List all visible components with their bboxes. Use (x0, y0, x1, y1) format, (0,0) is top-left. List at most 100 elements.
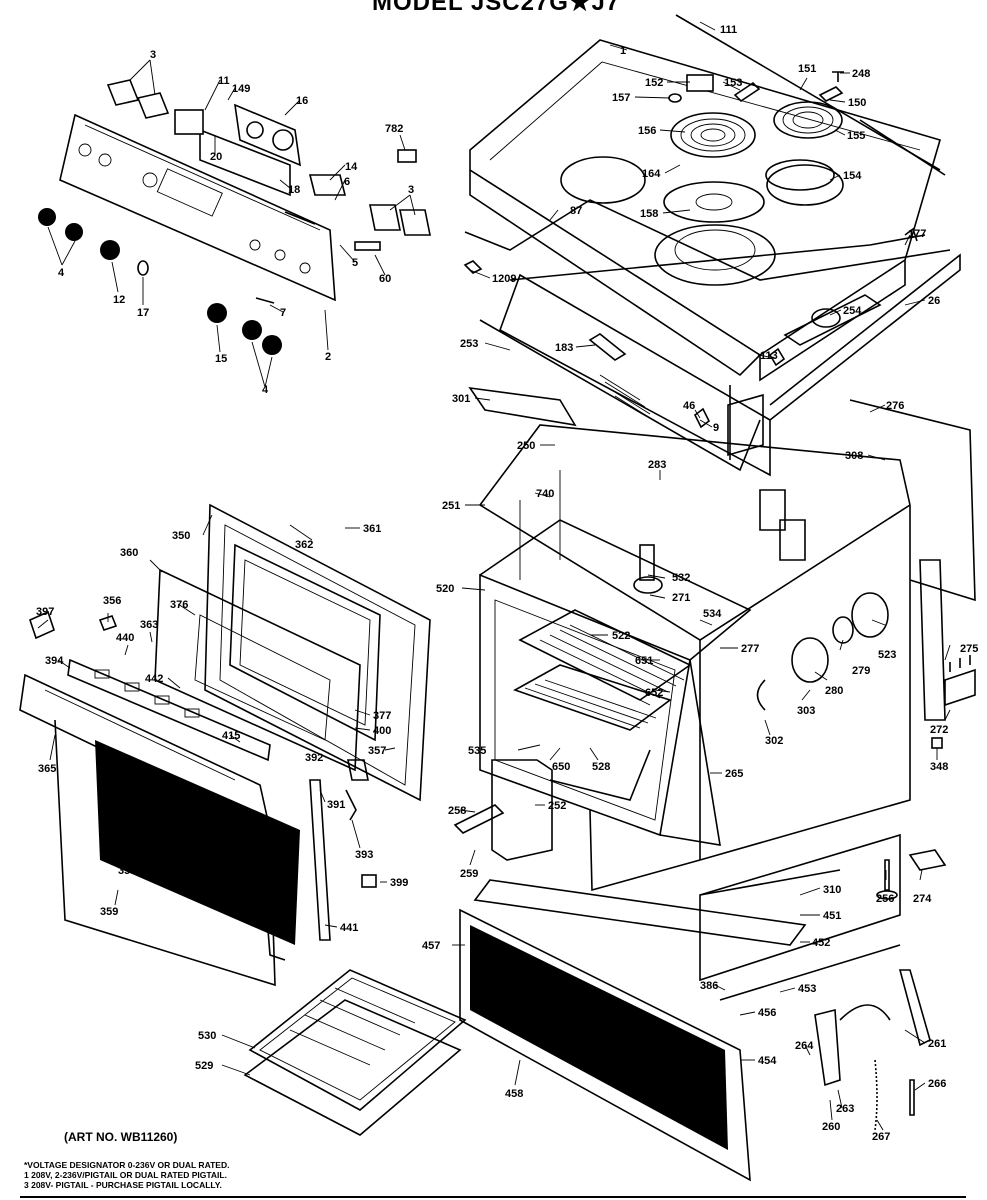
callout-652: 652 (645, 687, 663, 699)
callout-272: 272 (930, 724, 948, 736)
callout-782: 782 (385, 123, 403, 135)
callout-26: 26 (928, 295, 940, 307)
callout-4-bottom: 4 (262, 384, 269, 396)
callout-157: 157 (612, 92, 630, 104)
callout-520: 520 (436, 583, 454, 595)
callout-356: 356 (103, 595, 121, 607)
callout-251: 251 (442, 500, 460, 512)
note-line: *VOLTAGE DESIGNATOR 0-236V OR DUAL RATED… (24, 1160, 230, 1170)
callout-532: 532 (672, 572, 690, 584)
storage-drawer (459, 833, 901, 1182)
callout-392: 392 (305, 752, 323, 764)
callout-376: 376 (170, 599, 188, 611)
callout-7: 7 (280, 307, 286, 319)
callout-280: 280 (825, 685, 843, 697)
oven-lamp-parts (756, 592, 889, 711)
callout-530: 530 (198, 1030, 216, 1042)
callout-153: 153 (724, 77, 742, 89)
callout-1209: 1209 (492, 273, 516, 285)
callout-310: 310 (823, 884, 841, 896)
callout-158: 158 (640, 208, 658, 220)
callout-261: 261 (928, 1038, 946, 1050)
callout-4-left: 4 (58, 267, 65, 279)
note-line: 3 208V- PIGTAIL - PURCHASE PIGTAIL LOCAL… (24, 1180, 222, 1190)
callout-17: 17 (137, 307, 149, 319)
callout-283: 283 (648, 459, 666, 471)
callout-9: 9 (713, 422, 719, 434)
callout-6: 6 (344, 176, 350, 188)
art-number: (ART NO. WB11260) (64, 1130, 178, 1144)
callout-360: 360 (120, 547, 138, 559)
callout-87: 87 (570, 205, 582, 217)
oven-door-assembly (19, 503, 431, 987)
callout-256: 256 (876, 893, 894, 905)
callout-1: 1 (620, 45, 626, 57)
voltage-notes: *VOLTAGE DESIGNATOR 0-236V OR DUAL RATED… (24, 1160, 229, 1190)
leveling-legs (876, 849, 947, 900)
callout-254: 254 (843, 305, 862, 317)
callout-46: 46 (683, 400, 695, 412)
callout-308: 308 (845, 450, 863, 462)
callout-386: 386 (700, 980, 718, 992)
callout-363: 363 (140, 619, 158, 631)
callout-522: 522 (612, 630, 630, 642)
callout-267: 267 (872, 1131, 890, 1143)
callout-301: 301 (452, 393, 470, 405)
callout-14: 14 (345, 161, 358, 173)
callout-377: 377 (373, 710, 391, 722)
callout-177: 177 (908, 228, 926, 240)
callout-441: 441 (340, 922, 358, 934)
callout-253: 253 (460, 338, 478, 350)
callout-302: 302 (765, 735, 783, 747)
bracket-258 (453, 804, 505, 834)
terminal-block (931, 655, 976, 749)
callout-391: 391 (327, 799, 345, 811)
callout-365: 365 (38, 763, 56, 775)
model-title: MODEL JSC27G★J7 (372, 0, 621, 16)
callout-265: 265 (725, 768, 743, 780)
callout-164: 164 (642, 168, 661, 180)
callout-260: 260 (822, 1121, 840, 1133)
callout-454: 454 (758, 1055, 777, 1067)
callout-250: 250 (517, 440, 535, 452)
callout-154: 154 (843, 170, 862, 182)
leader-lines (37, 21, 951, 1131)
callout-458: 458 (505, 1088, 523, 1100)
callout-528: 528 (592, 761, 610, 773)
callout-12: 12 (113, 294, 125, 306)
callout-348: 348 (930, 761, 948, 773)
callout-248: 248 (852, 68, 870, 80)
callout-362: 362 (295, 539, 313, 551)
callout-650: 650 (552, 761, 570, 773)
anti-tip-parts (814, 969, 931, 1131)
callout-275: 275 (960, 643, 978, 655)
callout-451: 451 (823, 910, 841, 922)
callout-358: 358 (118, 865, 136, 877)
callout-442: 442 (145, 673, 163, 685)
callout-2: 2 (325, 351, 331, 363)
callout-361: 361 (363, 523, 381, 535)
callout-393: 393 (355, 849, 373, 861)
callout-156: 156 (638, 125, 656, 137)
callout-labels: 111 1 151 248 152 153 157 150 156 155 16… (36, 24, 978, 1143)
broiler-pan (243, 969, 467, 1136)
callout-357: 357 (368, 745, 386, 757)
callout-350: 350 (172, 530, 190, 542)
broiler-shield (491, 759, 553, 861)
callout-3-right: 3 (408, 184, 414, 196)
callout-20: 20 (210, 151, 222, 163)
callout-151: 151 (798, 63, 816, 75)
callout-452: 452 (812, 937, 830, 949)
callout-155: 155 (847, 130, 865, 142)
callout-16: 16 (296, 95, 308, 107)
surface-element-small (773, 101, 843, 139)
cooktop-assembly (469, 14, 946, 382)
callout-279: 279 (852, 665, 870, 677)
range-cabinet (479, 399, 976, 861)
note-line: 1 208V, 2-236V/PIGTAIL OR DUAL RATED PIG… (24, 1170, 227, 1180)
callout-535: 535 (468, 745, 486, 757)
callout-529: 529 (195, 1060, 213, 1072)
callout-397: 397 (36, 606, 54, 618)
callout-5: 5 (352, 257, 358, 269)
callout-400: 400 (373, 725, 391, 737)
